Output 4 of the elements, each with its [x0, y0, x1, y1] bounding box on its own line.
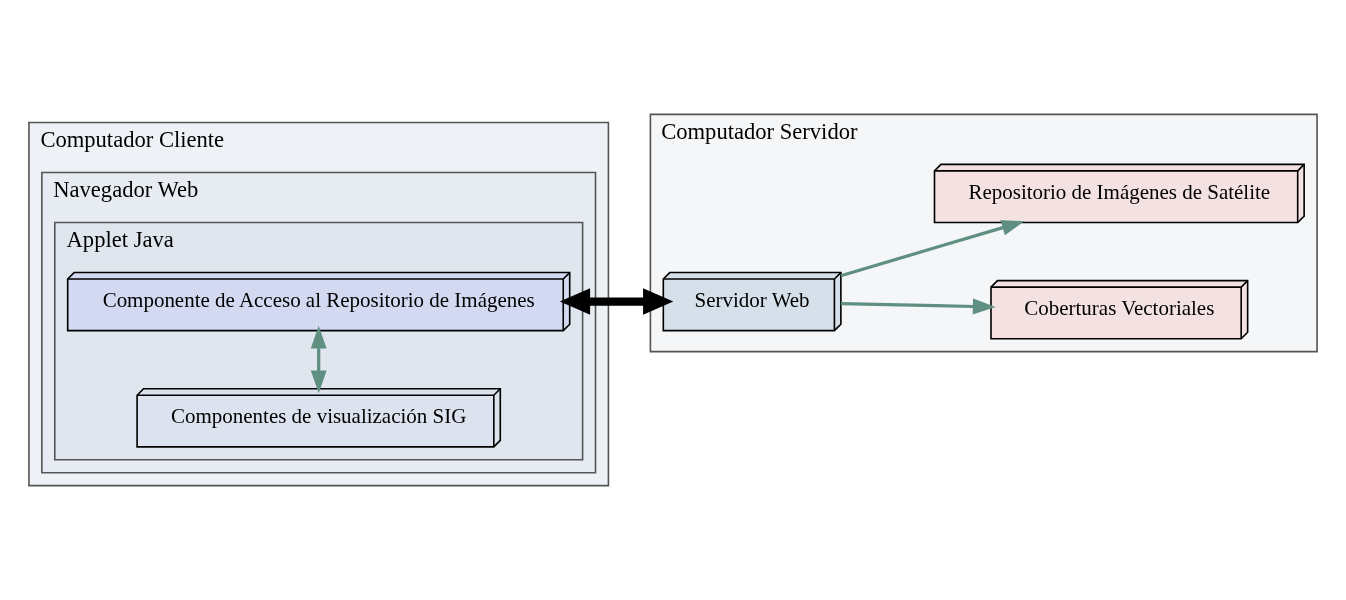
arrow — [840, 298, 996, 315]
arrow — [840, 220, 1025, 278]
arrow — [310, 325, 327, 394]
arrow — [559, 288, 674, 315]
